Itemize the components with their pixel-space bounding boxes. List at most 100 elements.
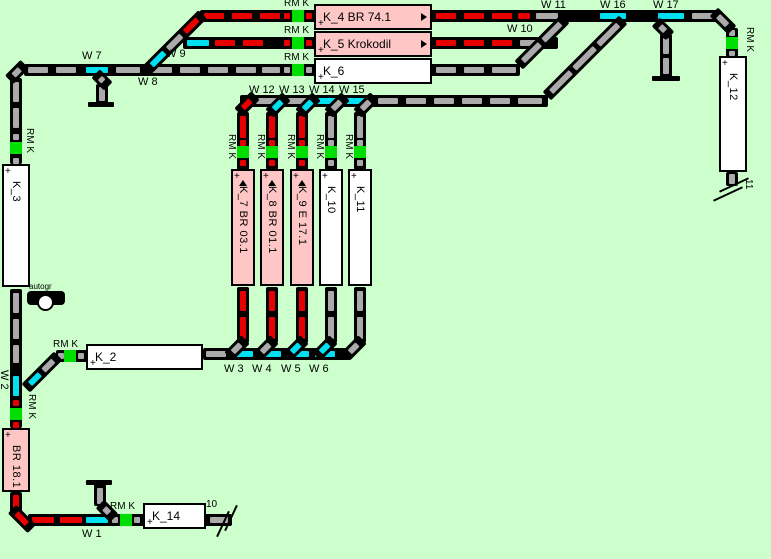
- track-segment: [357, 116, 363, 138]
- switch-label-W_17: W 17: [653, 0, 679, 11]
- block-K_2[interactable]: K_2+: [86, 344, 203, 370]
- track-segment: [11, 67, 22, 78]
- track-segment: [13, 400, 19, 406]
- track-segment: [13, 495, 19, 511]
- track-segment: [729, 174, 735, 184]
- switch-W_3-segment[interactable]: [231, 351, 253, 357]
- track-segment: [328, 160, 334, 166]
- track-segment: [692, 13, 714, 19]
- switch-label-W_13: W 13: [279, 84, 305, 96]
- track-segment: [41, 358, 56, 373]
- block-label: K_9 E 17.1: [296, 186, 308, 246]
- switch-W_9-segment[interactable]: [187, 40, 209, 46]
- feedback-indicator: [292, 10, 304, 22]
- track-segment: [284, 40, 290, 46]
- switch-W_13-segment[interactable]: [286, 98, 308, 104]
- track-segment: [60, 517, 82, 523]
- track-segment: [464, 67, 484, 73]
- block-plus-marker: +: [318, 72, 324, 83]
- feedback-label: RM K: [744, 27, 755, 52]
- track-segment: [541, 21, 563, 43]
- track-segment: [518, 13, 530, 19]
- track-segment: [357, 140, 363, 146]
- switch-W_15-segment[interactable]: [346, 98, 368, 104]
- block-label: K_5 Krokodil: [323, 37, 392, 51]
- feedback-label: RM K: [26, 394, 37, 419]
- track-segment: [269, 116, 275, 138]
- block-K_9[interactable]: K_9 E 17.1 +: [290, 169, 314, 286]
- track-segment: [236, 67, 256, 73]
- block-K_4[interactable]: K_4 BR 74.1+: [314, 4, 432, 30]
- block-K_11[interactable]: K_11+: [348, 169, 372, 286]
- switch-W_8-segment[interactable]: [116, 67, 140, 73]
- feedback-indicator: [354, 146, 366, 158]
- train-direction-arrow-icon: [268, 180, 276, 186]
- track-segment: [464, 13, 484, 19]
- switch-W_4-segment[interactable]: [259, 351, 281, 357]
- block-K_6[interactable]: K_6+: [314, 58, 432, 84]
- track-segment: [306, 40, 312, 46]
- switch-label-W_2: W 2: [0, 370, 10, 390]
- block-K_12[interactable]: K_12+: [719, 56, 747, 172]
- buffer-stop-w7: [88, 102, 114, 107]
- track-segment: [240, 317, 246, 339]
- block-K_14[interactable]: K_14+: [143, 503, 206, 529]
- track-segment: [318, 342, 331, 355]
- track-segment: [330, 99, 343, 112]
- block-label: K_11: [354, 186, 366, 213]
- switch-label-W_10: W 10: [507, 23, 533, 35]
- track-segment: [299, 160, 305, 166]
- track-segment: [240, 140, 246, 146]
- switch-W_16-segment[interactable]: [600, 13, 626, 19]
- block-K_7[interactable]: K_7 BR 03.1+: [231, 169, 255, 286]
- track-segment: [299, 116, 305, 138]
- switch-W_11-segment[interactable]: [536, 13, 558, 19]
- feedback-indicator: [296, 146, 308, 158]
- block-plus-marker: +: [90, 358, 96, 369]
- track-segment: [97, 75, 106, 84]
- feedback-indicator: [292, 64, 304, 76]
- switch-label-W_3: W 3: [224, 363, 244, 375]
- corner-col5-bottom: [341, 335, 367, 361]
- track-segment: [596, 22, 621, 47]
- track-segment: [182, 17, 200, 35]
- block-K_5[interactable]: K_5 Krokodil+: [314, 31, 432, 57]
- block-K_3[interactable]: K_3+: [2, 164, 30, 287]
- autogr-button-icon[interactable]: [37, 294, 54, 311]
- block-K_10[interactable]: K_10+: [319, 169, 343, 286]
- block-plus-marker: +: [293, 171, 299, 182]
- feedback-indicator: [266, 146, 278, 158]
- switch-W_12-segment[interactable]: [256, 98, 278, 104]
- switch-W_17-segment[interactable]: [658, 13, 684, 19]
- block-plus-marker: +: [318, 18, 324, 29]
- block-K_8[interactable]: K_8 BR 01.1+: [260, 169, 284, 286]
- track-segment: [715, 13, 730, 28]
- track-segment: [97, 488, 103, 504]
- switch-W_7-segment[interactable]: [86, 67, 108, 73]
- switch-W_1-segment[interactable]: [86, 517, 108, 523]
- track-segment: [243, 40, 263, 46]
- switch-W_2-segment[interactable]: [13, 376, 19, 396]
- switch-W_14-segment[interactable]: [316, 98, 338, 104]
- track-segment: [299, 140, 305, 146]
- block-BR_18[interactable]: BR 18.1+: [2, 428, 30, 492]
- feedback-label: RM K: [226, 134, 237, 159]
- feedback-label: RM K: [285, 134, 296, 159]
- feedback-label: RM K: [24, 128, 35, 153]
- track-segment: [301, 99, 314, 112]
- block-label: K_7 BR 03.1: [237, 186, 249, 254]
- track-segment: [434, 98, 454, 104]
- track-segment: [490, 98, 510, 104]
- track-segment: [32, 517, 54, 523]
- connector-label-10: 10: [206, 499, 218, 510]
- feedback-label: RM K: [284, 0, 309, 9]
- track-segment: [215, 40, 235, 46]
- track-segment: [180, 67, 200, 73]
- track-segment: [13, 82, 19, 102]
- track-segment: [112, 517, 118, 523]
- track-segment: [328, 317, 334, 339]
- track-segment: [13, 158, 19, 164]
- buffer-stop-w1: [86, 480, 112, 485]
- track-segment: [27, 372, 42, 387]
